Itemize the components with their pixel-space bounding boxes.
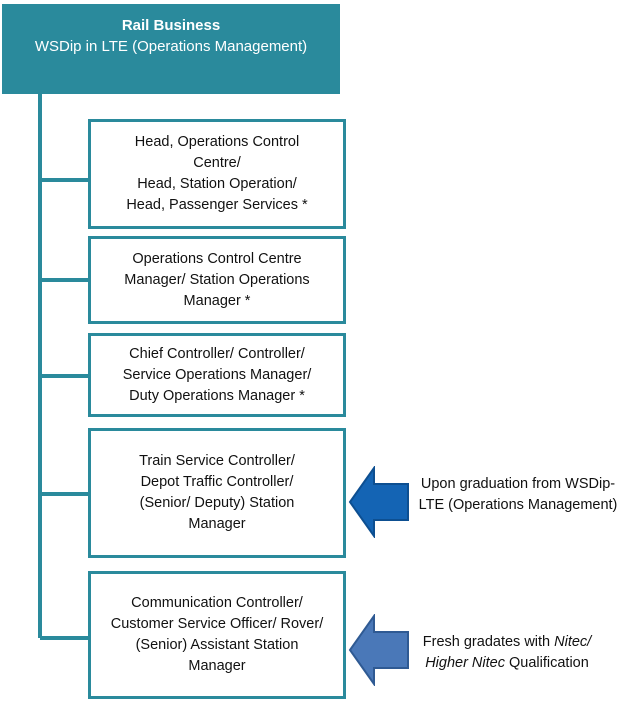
- role-line: (Senior) Assistant Station: [135, 637, 299, 653]
- role-line: Centre/: [193, 155, 241, 171]
- role-box-head: Head, Operations Control Centre/ Head, S…: [88, 119, 346, 229]
- role-line: Manager *: [183, 292, 251, 309]
- connector-branch: [40, 178, 90, 182]
- role-line: Head, Operations Control: [134, 134, 300, 150]
- role-line: Customer Service Officer/ Rover/: [110, 616, 324, 632]
- role-line: Head, Station Operation/: [137, 176, 297, 192]
- connector-branch: [40, 492, 90, 496]
- note-text: Qualification: [504, 655, 589, 671]
- role-line: Service Operations Manager/: [122, 366, 312, 383]
- role-box-controller: Chief Controller/ Controller/ Service Op…: [88, 333, 346, 417]
- role-line: Chief Controller/ Controller/: [129, 345, 305, 362]
- connector-trunk: [38, 94, 42, 638]
- role-line: Operations Control Centre: [132, 250, 302, 267]
- note-line: Upon graduation from WSDip-: [420, 476, 616, 492]
- header-subtitle: WSDip in LTE (Operations Management): [34, 38, 308, 55]
- role-line: Train Service Controller/: [139, 453, 295, 469]
- note-line: Fresh gradates with Nitec/: [412, 632, 602, 653]
- entry-note-wsdip: Upon graduation from WSDip- LTE (Operati…: [415, 474, 621, 516]
- role-line: Duty Operations Manager *: [129, 387, 305, 404]
- role-line: Communication Controller/: [131, 595, 303, 611]
- arrow-left-icon: [348, 614, 409, 686]
- header-rail-business: Rail Business WSDip in LTE (Operations M…: [2, 4, 340, 94]
- header-title: Rail Business: [121, 17, 221, 34]
- note-line: LTE (Operations Management): [418, 497, 618, 513]
- note-text-italic: Nitec/: [554, 634, 592, 650]
- connector-branch: [40, 636, 90, 640]
- connector-branch: [40, 278, 90, 282]
- note-line: Higher Nitec Qualification: [412, 653, 602, 674]
- role-line: (Senior/ Deputy) Station: [139, 495, 295, 511]
- role-box-assistant: Communication Controller/ Customer Servi…: [88, 571, 346, 699]
- connector-branch: [40, 374, 90, 378]
- role-box-station-manager: Train Service Controller/ Depot Traffic …: [88, 428, 346, 558]
- note-text: Fresh gradates with: [422, 634, 555, 650]
- role-line: Manager/ Station Operations: [124, 271, 310, 288]
- role-line: Manager: [188, 658, 246, 674]
- role-line: Depot Traffic Controller/: [140, 474, 294, 490]
- role-box-manager: Operations Control Centre Manager/ Stati…: [88, 236, 346, 324]
- role-line: Manager: [188, 516, 246, 532]
- role-line: Head, Passenger Services *: [126, 197, 308, 213]
- entry-note-fresh-grad: Fresh gradates with Nitec/ Higher Nitec …: [412, 632, 602, 674]
- arrow-left-icon: [348, 466, 409, 538]
- note-text-italic: Higher Nitec: [425, 655, 505, 671]
